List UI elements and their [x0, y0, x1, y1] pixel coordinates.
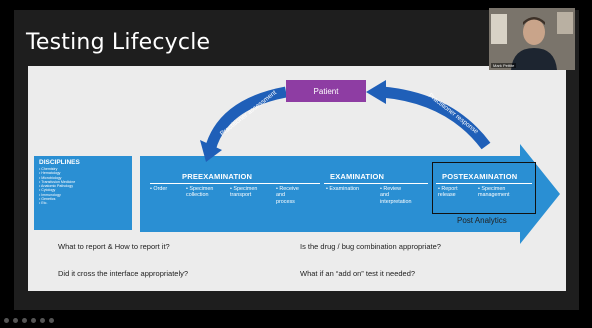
step-specimen-collection: • Specimen collection: [186, 186, 214, 199]
postexamination-highlight: [432, 162, 536, 214]
toolbar-pen-icon[interactable]: [22, 318, 27, 323]
curve-arrow-right: [381, 86, 491, 150]
presenter-video[interactable]: Mark Pettite: [489, 8, 575, 70]
discipline-item: • Chemistry: [39, 167, 58, 171]
question-interface: Did it cross the interface appropriately…: [58, 269, 189, 278]
discipline-item: • Microbiology: [39, 175, 62, 180]
phase-divider-exam: [324, 183, 428, 184]
process-arrow: [140, 144, 560, 244]
discipline-item: • Cytology: [39, 188, 56, 193]
phase-preexamination: PREEXAMINATION: [182, 172, 253, 181]
toolbar-prev-icon[interactable]: [4, 318, 9, 323]
discipline-item: • Etc.: [39, 201, 48, 206]
phase-postexamination: POSTEXAMINATION: [442, 172, 518, 181]
curve-label-right: Practitioner response: [427, 92, 480, 136]
step-specimen-management: • Specimen management: [478, 186, 510, 199]
toolbar-slides-icon[interactable]: [31, 318, 36, 323]
disciplines-title: DISCIPLINES: [39, 159, 80, 166]
discipline-item: • Genetics: [39, 197, 56, 202]
discipline-item: • Transfusion Medicine: [39, 179, 76, 184]
curve-arrowhead-left: [200, 140, 222, 162]
question-add-on: What if an “add on” test it needed?: [300, 269, 416, 278]
disciplines-box: DISCIPLINES • Chemistry • Hematology • M…: [34, 156, 132, 230]
question-report: What to report & How to report it?: [58, 242, 170, 251]
discipline-item: • Anatomic Pathology: [39, 184, 74, 189]
step-receive-process: • Receive and process: [276, 186, 299, 205]
curve-arrowhead-right: [366, 80, 386, 104]
step-order: • Order: [150, 186, 168, 192]
discipline-item: • Immunology: [39, 192, 61, 197]
step-specimen-transport: • Specimen transport: [230, 186, 258, 199]
discipline-item: • Hematology: [39, 171, 61, 176]
question-drug-bug: Is the drug / bug combination appropriat…: [300, 242, 441, 251]
step-report-release: • Report release: [438, 186, 458, 199]
toolbar-next-icon[interactable]: [13, 318, 18, 323]
phase-divider-pre: [150, 183, 320, 184]
step-examination: • Examination: [326, 186, 360, 192]
slide-title: Testing Lifecycle: [26, 30, 211, 55]
post-analytics-label: Post Analytics: [457, 216, 507, 225]
presenter-name: Mark Pettite: [491, 63, 517, 68]
toolbar-zoom-icon[interactable]: [40, 318, 45, 323]
bottom-toolbar: [4, 318, 54, 323]
patient-box: Patient: [286, 80, 366, 102]
phase-examination: EXAMINATION: [330, 172, 385, 181]
phase-divider-post: [436, 183, 532, 184]
toolbar-more-icon[interactable]: [49, 318, 54, 323]
curve-arrow-left: [204, 86, 288, 152]
presenter-image: [489, 8, 575, 70]
step-review-interpretation: • Review and interpretation: [380, 186, 412, 205]
